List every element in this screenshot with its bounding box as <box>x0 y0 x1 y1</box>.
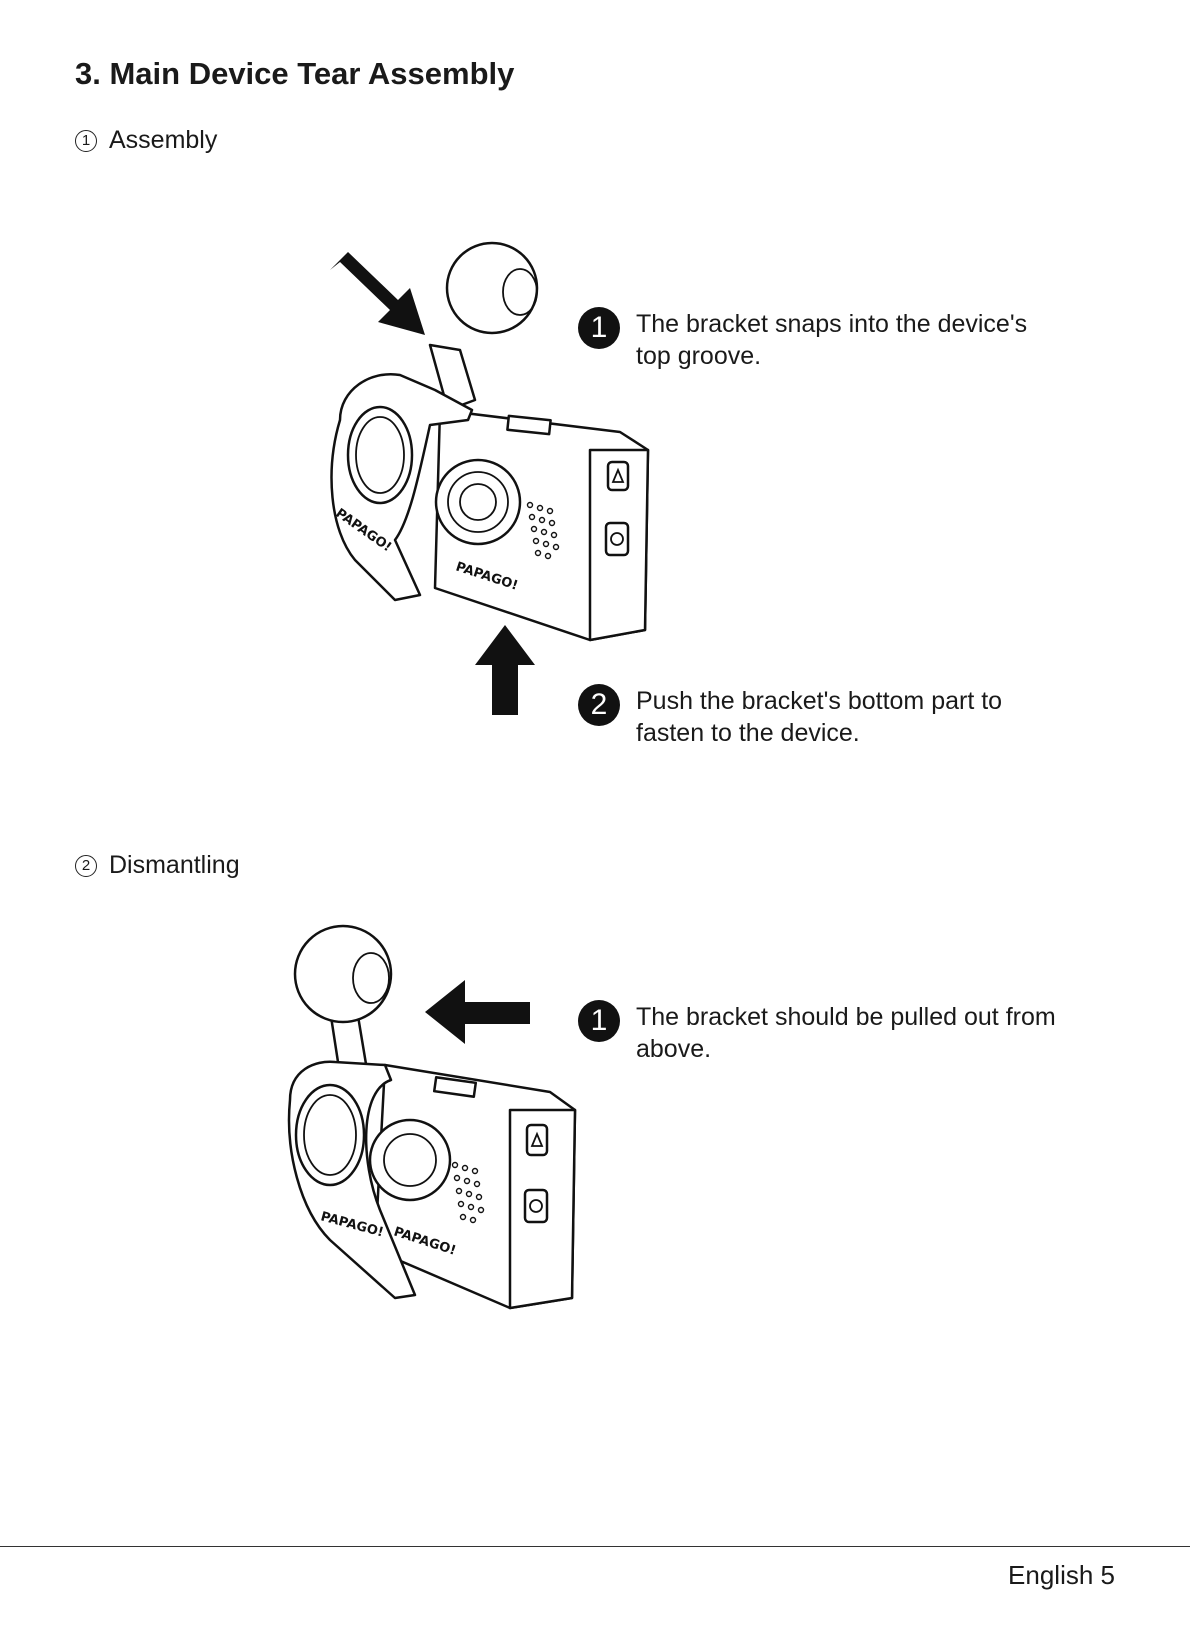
section-title: 3. Main Device Tear Assembly <box>75 56 514 92</box>
push-arrow-up <box>475 625 535 715</box>
dismantling-heading: 2 Dismantling <box>75 851 240 880</box>
page-number: English 5 <box>1008 1560 1115 1591</box>
camera-button <box>525 1190 547 1222</box>
step-text: The bracket snaps into the device's top … <box>636 307 1058 372</box>
circled-number-marker: 1 <box>75 130 97 152</box>
alert-button <box>527 1125 547 1155</box>
assembly-step-1: 1 The bracket snaps into the device's to… <box>578 307 1058 372</box>
pull-arrow-left <box>425 980 530 1044</box>
ball-mount <box>447 243 537 333</box>
dismantling-step-1: 1 The bracket should be pulled out from … <box>578 1000 1058 1065</box>
alert-button <box>608 462 628 490</box>
dismantling-illustration: PAPAGO! PAPAGO! <box>275 920 615 1320</box>
ball-mount <box>295 926 391 1022</box>
step-number-badge: 2 <box>578 684 620 726</box>
step-text: Push the bracket's bottom part to fasten… <box>636 684 1058 749</box>
footer-divider <box>0 1546 1190 1547</box>
camera-button <box>606 523 628 555</box>
camera-lens <box>370 1120 450 1200</box>
step-number-badge: 1 <box>578 1000 620 1042</box>
assembly-step-2: 2 Push the bracket's bottom part to fast… <box>578 684 1058 749</box>
step-text: The bracket should be pulled out from ab… <box>636 1000 1058 1065</box>
assembly-heading: 1 Assembly <box>75 126 217 155</box>
assembly-heading-label: Assembly <box>109 126 217 155</box>
push-arrow-down-right <box>330 252 425 335</box>
dismantling-heading-label: Dismantling <box>109 851 240 880</box>
step-number-badge: 1 <box>578 307 620 349</box>
circled-number-marker: 2 <box>75 855 97 877</box>
